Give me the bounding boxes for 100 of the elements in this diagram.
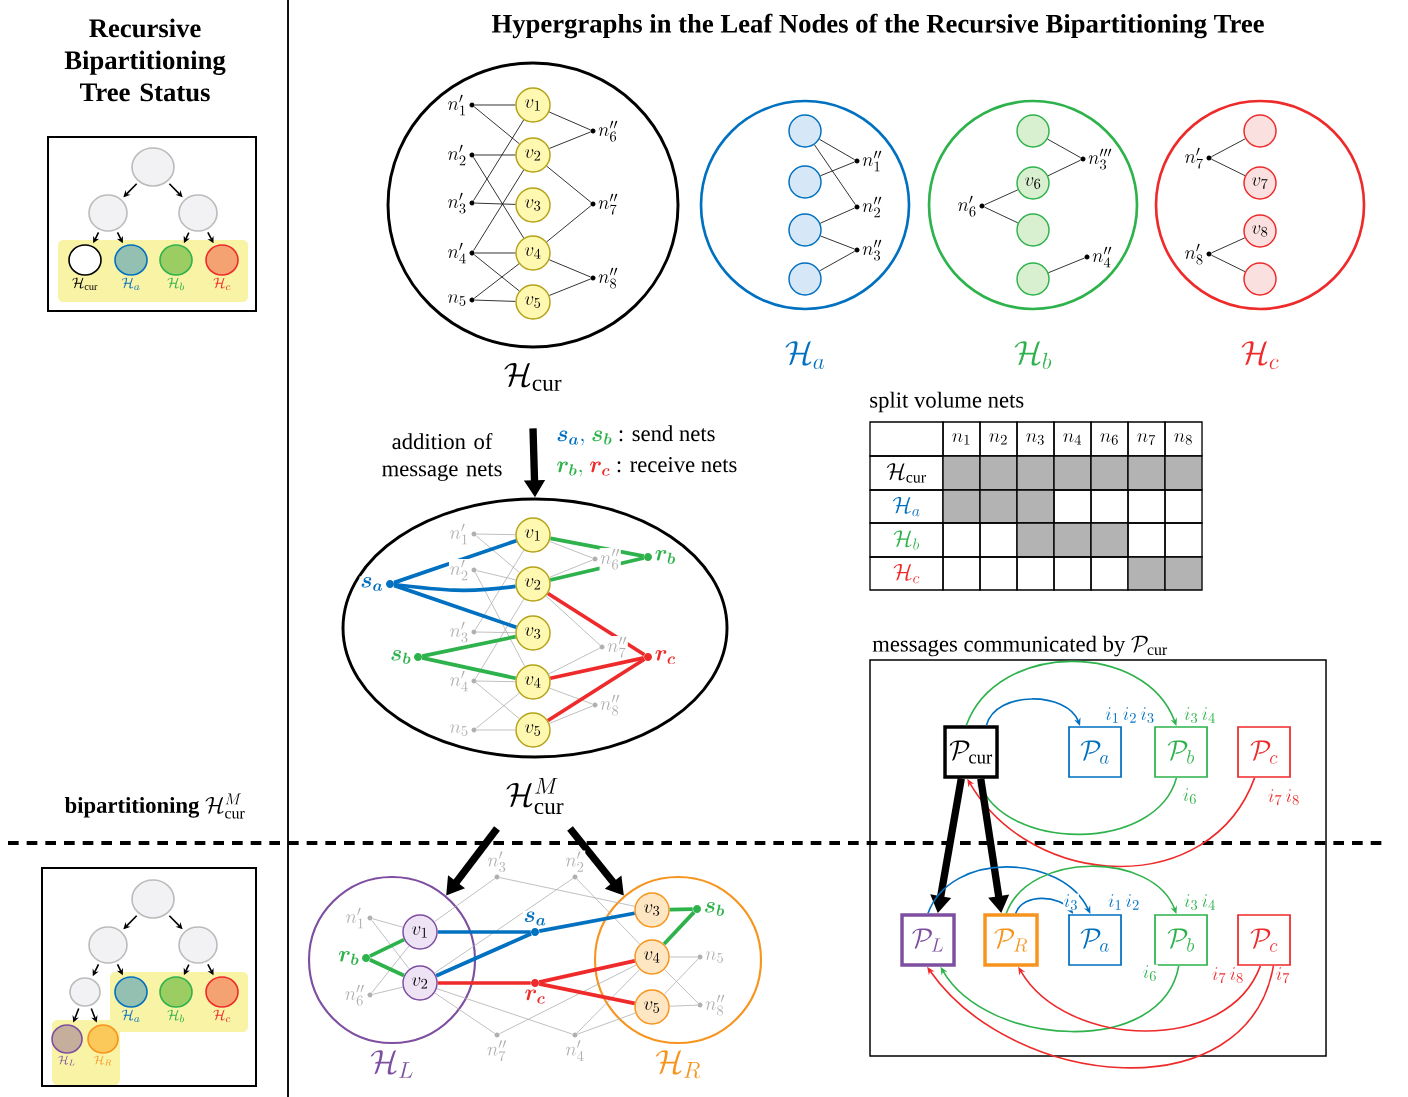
net-symbol: $\bm{s_{a}},$: [557, 430, 584, 446]
tree-node: [88, 926, 128, 964]
net-line: [814, 144, 856, 206]
net-line: [549, 687, 593, 705]
net-label: $n'_{2}$: [564, 850, 586, 873]
processor-box: $\mathcal{P}_{a}$: [1068, 914, 1122, 966]
net-line: [371, 945, 410, 994]
net-line: [473, 106, 520, 145]
node-label: $\mathcal{H}_{b}$: [1014, 341, 1052, 370]
net-line: [664, 969, 699, 1004]
message-net-pin: [693, 905, 701, 913]
net-pin: [469, 102, 475, 108]
message-net-pin: [644, 653, 652, 661]
row-header-cell: $\mathcal{H}_{c}$: [869, 556, 944, 591]
net-pin: [854, 158, 860, 164]
net-line: [476, 570, 517, 581]
net-pin: [590, 128, 596, 134]
vertex-circle: [788, 213, 822, 247]
net-label: $n''_{7}$: [597, 193, 619, 215]
processor-box: $\mathcal{P}_{c}$: [1237, 726, 1291, 778]
message-net-pin: [531, 979, 539, 987]
net-line: [474, 299, 516, 302]
tree-node: $\mathcal{H}_{b}$: [159, 976, 193, 1023]
net-line: [1048, 257, 1085, 274]
net-line: [436, 988, 573, 1035]
net-line: [819, 207, 855, 224]
net-line: [372, 986, 404, 995]
net-pin: [469, 297, 475, 303]
node-label: $\mathcal{H}_{R}$: [94, 1055, 112, 1066]
net-label: $n'_{2}$: [448, 559, 470, 581]
net-label: $n''_{7}$: [606, 636, 628, 658]
net-pin: [1084, 254, 1090, 260]
net-line: [421, 656, 517, 681]
message-net-pin: [414, 653, 422, 661]
net-label: $n''_{1}$: [861, 150, 883, 172]
net-line: [538, 911, 635, 934]
tree-node: $\mathcal{H}_{\mathrm{cur}}$: [68, 244, 102, 290]
tree-node: [88, 194, 128, 232]
node-label: $\mathcal{H}_{b}$: [167, 1009, 185, 1023]
edge-label: $i_{7}\,i_{8}$: [1267, 788, 1301, 806]
processor-box: $\mathcal{P}_{L}$: [900, 913, 956, 967]
tree-node: [69, 977, 101, 1007]
processor-box: $\mathcal{P}_{b}$: [1154, 914, 1208, 966]
table-title: split volume nets: [870, 391, 1024, 413]
message-net-pin: [531, 928, 539, 936]
message-arrow: [985, 698, 1081, 727]
edge-label: $i_{3}\,i_{4}$: [1183, 706, 1217, 724]
net-pin: [1206, 155, 1212, 161]
node-label: $\mathcal{H}_{a}$: [785, 341, 824, 370]
node-label: $\mathcal{H}_{a}$: [121, 277, 140, 290]
net-line: [984, 206, 1019, 224]
node-label: $\mathcal{H}_{\mathrm{cur}}$: [72, 277, 98, 290]
tree-node: [178, 926, 218, 964]
net-pin: [469, 200, 475, 206]
vertex-circle: [788, 262, 822, 296]
key-text: : send nets: [619, 425, 715, 442]
net-line: [547, 591, 646, 657]
net-line: [1211, 237, 1246, 254]
net-line: [1047, 159, 1081, 177]
net-line: [437, 930, 531, 934]
net-line: [1047, 138, 1081, 159]
net-line: [473, 119, 525, 202]
net-line: [545, 595, 601, 646]
net-label: $\bm{s_{b}}$: [389, 649, 412, 665]
edge-label: $i_{7}$: [1275, 966, 1291, 984]
net-line: [1211, 254, 1246, 273]
net-line: [473, 169, 525, 252]
net-line: [473, 156, 525, 239]
heading: Recursive Bipartitioning Tree Status: [64, 18, 226, 102]
vertex-circle: [1243, 262, 1277, 296]
net-pin: [854, 247, 860, 253]
key-text: : receive nets: [617, 457, 737, 473]
net-pin: [979, 203, 985, 209]
net-line: [369, 958, 405, 978]
net-line: [434, 992, 496, 1034]
node-label: $\mathcal{H}_{L}$: [370, 1050, 413, 1078]
net-symbol: $\bm{s_{b}}$: [592, 430, 612, 445]
tree-node: $\mathcal{H}_{b}$: [159, 244, 193, 291]
tree-node: $\mathcal{H}_{c}$: [205, 976, 239, 1022]
net-label: $n'_{6}$: [956, 195, 978, 217]
net-line: [984, 189, 1019, 206]
net-pin: [367, 915, 373, 921]
net-line: [473, 254, 520, 292]
net-line: [1211, 158, 1246, 177]
net-line: [549, 131, 591, 149]
net-line: [394, 582, 516, 593]
vertex-circle: [1016, 114, 1050, 148]
net-pin: [592, 556, 598, 562]
net-line: [549, 278, 591, 296]
message-arrow: [1005, 865, 1177, 915]
net-label: $\bm{s_{b}}$: [703, 901, 726, 917]
net-line: [538, 959, 636, 984]
tree-node: $\mathcal{H}_{c}$: [205, 244, 239, 290]
net-label: $\bm{s_{a}}$: [359, 576, 384, 592]
net-label: $\bm{r_{c}}$: [523, 989, 547, 1005]
net-line: [576, 878, 641, 945]
net-pin: [469, 250, 475, 256]
net-line: [369, 938, 405, 958]
net-pin: [471, 727, 477, 733]
net-line: [546, 165, 592, 203]
